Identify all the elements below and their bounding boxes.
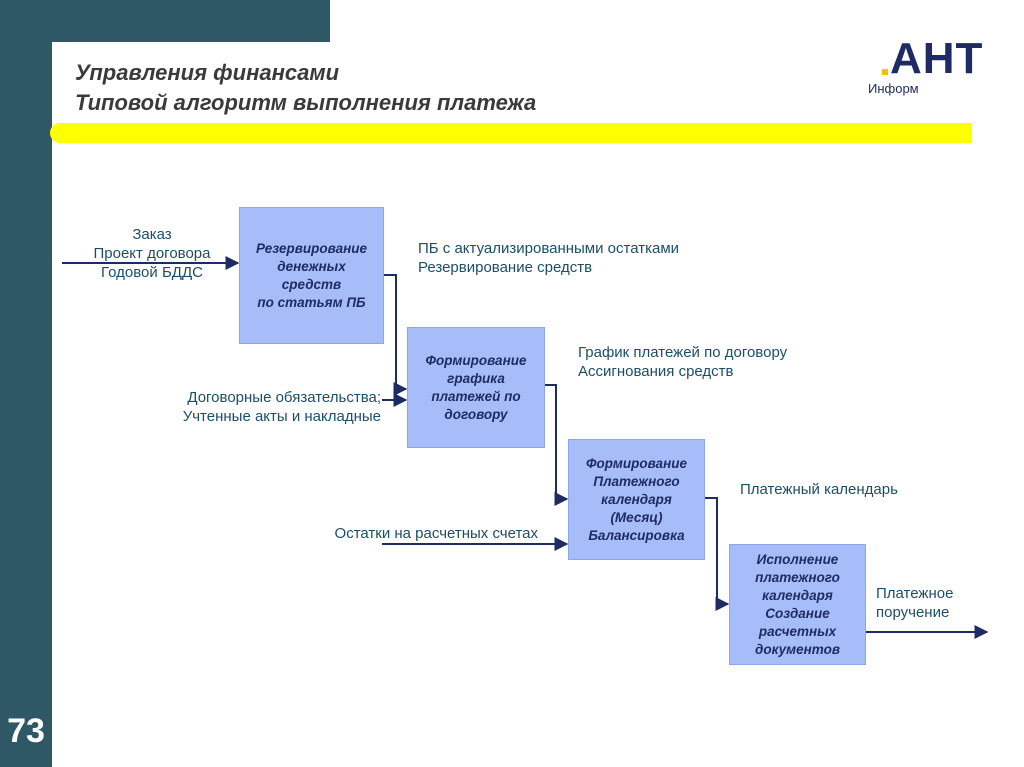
output-text-3: Платежный календарь <box>740 481 898 498</box>
process-step-3: Формирование Платежного календаря (Месяц… <box>568 439 705 560</box>
logo-main-text: АНТ <box>890 34 984 83</box>
title-line-2: Типовой алгоритм выполнения платежа <box>75 90 537 115</box>
process-step-2-label: Формирование графика платежей по договор… <box>425 352 527 422</box>
process-step-3-label: Формирование Платежного календаря (Месяц… <box>586 455 687 543</box>
input-text-3: Остатки на расчетных счетах <box>334 525 538 542</box>
title-line-1: Управления финансами <box>75 60 340 85</box>
process-step-4-label: Исполнение платежного календаря Создание… <box>755 551 840 657</box>
accent-bar <box>50 123 972 143</box>
step-connector-1 <box>383 274 408 396</box>
page-title: Управления финансами Типовой алгоритм вы… <box>75 58 536 118</box>
process-step-1: Резервирование денежных средств по стать… <box>239 207 384 344</box>
step-connector-3 <box>704 497 730 611</box>
input-text-1: Заказ Проект договора Годовой БДДС <box>93 226 211 281</box>
step-connector-2 <box>544 384 569 506</box>
process-step-1-label: Резервирование денежных средств по стать… <box>255 240 368 310</box>
output-text-1: ПБ с актуализированными остатками Резерв… <box>418 240 680 276</box>
frame-top-bar <box>0 0 330 42</box>
logo-dot-icon <box>882 69 888 75</box>
process-step-4: Исполнение платежного календаря Создание… <box>729 544 866 665</box>
output-text-4: Платежное поручение <box>876 585 954 621</box>
company-logo: АНТ Информ <box>868 35 993 97</box>
input-text-2: Договорные обязательства; Учтенные акты … <box>182 389 381 425</box>
output-text-2: График платежей по договору Ассигнования… <box>578 344 788 380</box>
process-step-2: Формирование графика платежей по договор… <box>407 327 545 448</box>
logo-sub-text: Информ <box>868 81 919 96</box>
frame-left-bar <box>0 0 52 767</box>
slide-number: 73 <box>7 712 45 750</box>
